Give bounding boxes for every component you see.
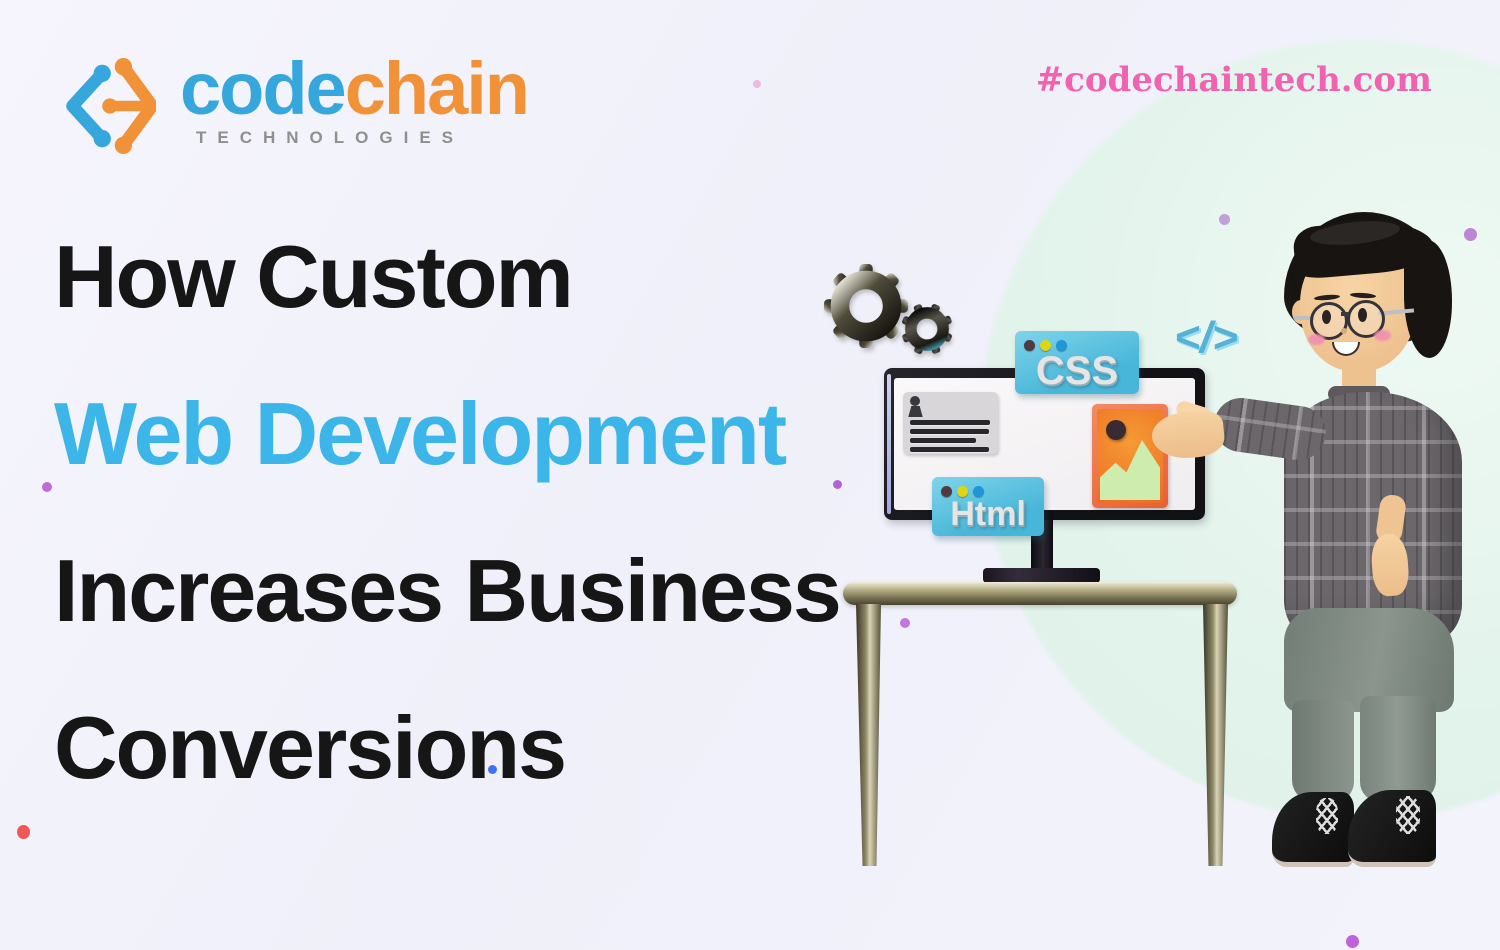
gear-icon-small [902,304,952,354]
code-icon: </> </> [1174,313,1240,364]
decorative-dot [1219,214,1230,225]
headline-line-2: Web Development [54,384,787,483]
glasses-bridge [1341,312,1349,316]
svg-text:</>: </> [1174,313,1238,362]
image-sun-icon [1106,420,1126,440]
character-cheek [1308,334,1325,345]
table-leg-left [856,604,881,866]
window-dot-blue [973,486,984,497]
text-line [910,420,990,425]
html-tag-card: Html [932,477,1044,536]
decorative-dot [753,80,761,88]
image-placeholder-card [1092,404,1168,508]
text-line [910,447,989,452]
html-label: Html [950,495,1026,533]
character-pant-leg [1360,696,1436,802]
decorative-dot [1346,935,1359,948]
window-dot-blue [1056,340,1067,351]
character-pants [1284,608,1454,712]
character-cheek [1374,330,1391,341]
character-boot [1272,792,1354,867]
decorative-dot [900,618,910,628]
decorative-dot [63,758,74,769]
avatar-icon-body [908,406,923,417]
avatar-icon [910,396,920,406]
headline-line-3: Increases Business [54,541,842,640]
svg-text:</>: </> [1176,315,1240,364]
image-mountain-icon [1100,440,1160,500]
character-eye [1358,308,1367,322]
brand-name-chain: chain [344,47,530,130]
window-dot-yellow [1040,340,1051,351]
brand-tagline: TECHNOLOGIES [196,128,465,147]
decorative-dot [42,482,52,492]
decorative-dot [488,765,497,774]
css-tag-card: CSS [1015,331,1139,394]
window-dot-red [1024,340,1035,351]
character-hair-side [1404,240,1452,358]
character-eye [1322,310,1331,324]
image-placeholder-inner [1097,409,1163,503]
window-dot-red [941,486,952,497]
brand-name: codechain [180,52,530,126]
decorative-dot [1464,228,1477,241]
monitor-stand-base [983,568,1100,583]
decorative-dot [17,825,30,839]
character-pant-leg [1292,700,1354,802]
character-boot [1348,790,1436,867]
text-line [910,429,989,434]
table-leg-right [1203,604,1228,866]
headline-line-4: Conversions [54,698,567,797]
table-top [843,582,1237,605]
css-label: CSS [1035,349,1119,393]
boot-laces [1396,796,1420,834]
window-dot-yellow [957,486,968,497]
decorative-dot [833,480,842,489]
boot-laces [1316,798,1338,834]
brand-name-code: code [180,47,347,130]
headline: How Custom Web Development Increases Bus… [54,198,954,826]
gear-icon [824,264,908,348]
headline-line-1: How Custom [54,227,574,326]
profile-card [903,392,998,454]
glasses-temple-left [1294,316,1314,320]
text-line [910,438,976,443]
website-hashtag: #codechaintech.com [1035,60,1432,100]
brand-logo-icon [66,58,156,154]
character-nose [1341,328,1347,334]
monitor-bezel-accent [887,374,891,514]
